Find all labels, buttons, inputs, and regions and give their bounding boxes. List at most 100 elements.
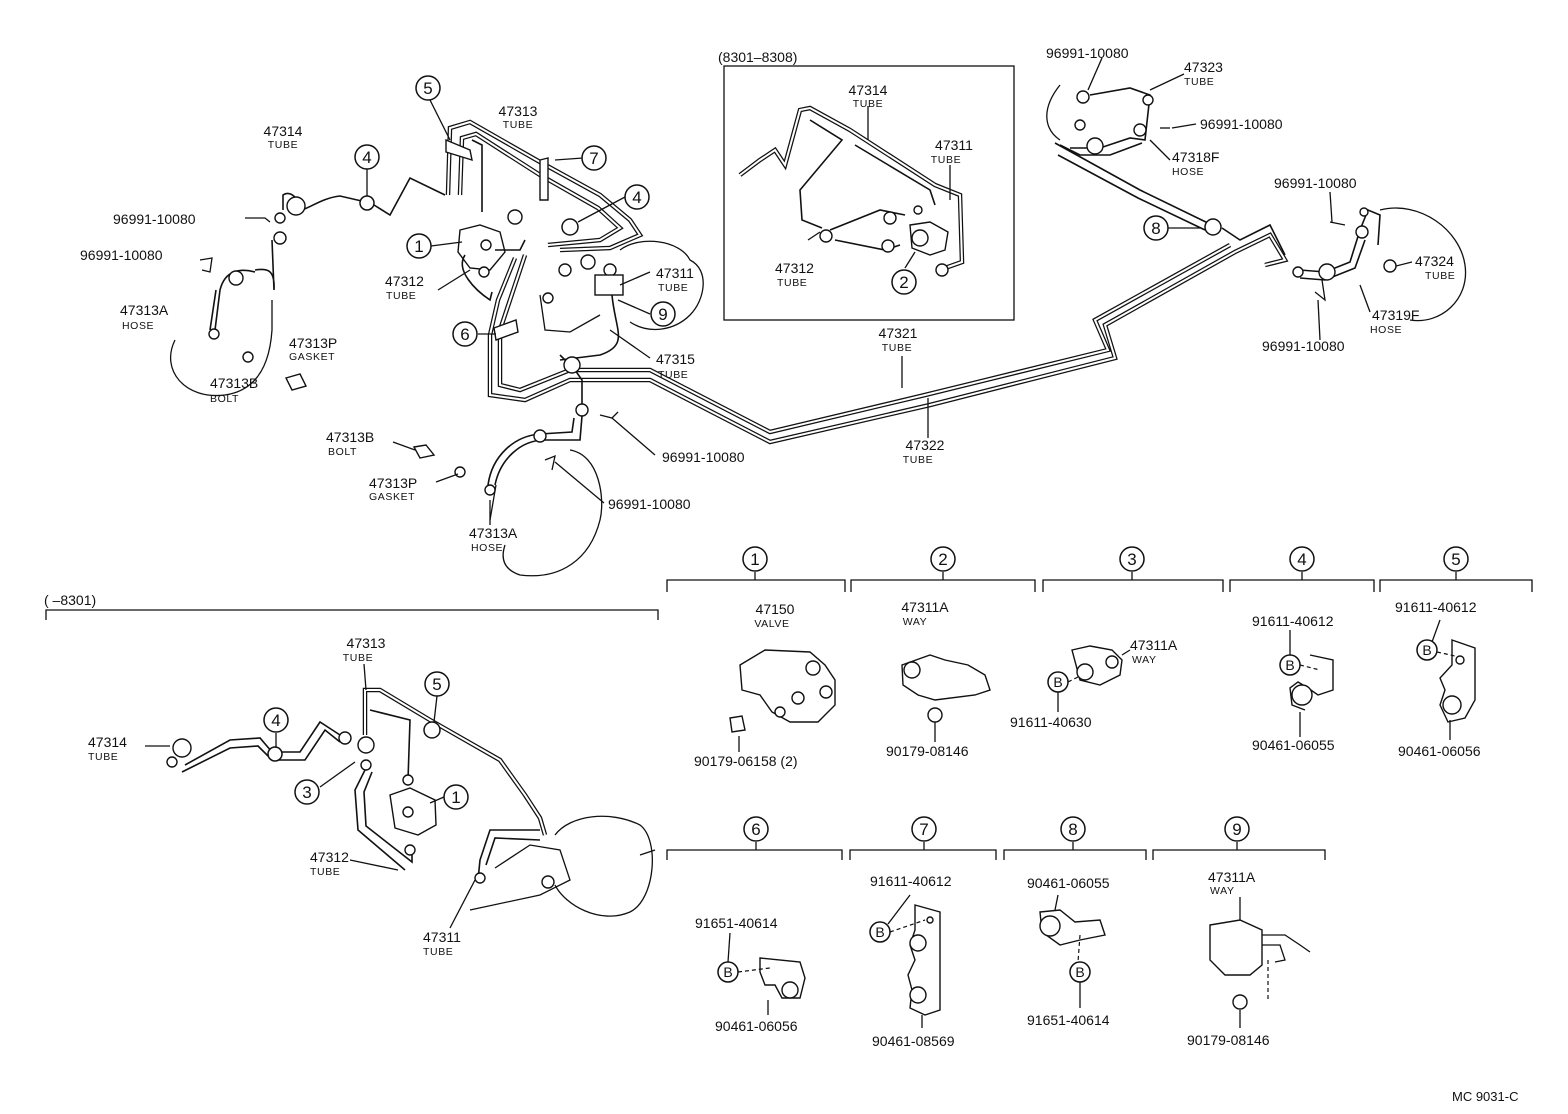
way-47311a bbox=[901, 654, 991, 701]
diagram-code: MC 9031-C bbox=[1452, 1089, 1518, 1104]
label-47313b-2-name: BOLT bbox=[328, 446, 357, 458]
ur-label-47318f: 47318F bbox=[1172, 149, 1219, 165]
svg-text:6: 6 bbox=[460, 325, 469, 344]
svg-text:4: 4 bbox=[362, 148, 371, 167]
label-47313a-name: HOSE bbox=[122, 320, 154, 332]
ll-label-47313: 47313 bbox=[347, 635, 386, 651]
detail-7: 7 91611-40612 B 90461-08569 bbox=[849, 816, 997, 1049]
d8-label-90461: 90461-06055 bbox=[1027, 875, 1110, 891]
svg-text:2: 2 bbox=[938, 550, 947, 569]
ur-label-96991-b: 96991-10080 bbox=[1200, 116, 1283, 132]
d4-label-90461: 90461-06055 bbox=[1252, 737, 1335, 753]
inset-label-47312: 47312 bbox=[775, 260, 814, 276]
upper-left-assembly: 5 4 7 4 1 6 9 47314 TUBE 96991-10080 969… bbox=[80, 75, 1289, 577]
gasket-47313p bbox=[242, 351, 254, 363]
callout-7: 7 bbox=[581, 145, 607, 171]
lower-left-assembly: ( –8301) bbox=[44, 592, 659, 958]
d3-label-91611: 91611-40630 bbox=[1010, 714, 1092, 730]
svg-text:B: B bbox=[875, 924, 884, 940]
ll-label-47312-name: TUBE bbox=[310, 866, 340, 878]
callout-1: 1 bbox=[406, 233, 432, 259]
label-47313b-name: BOLT bbox=[210, 393, 239, 405]
ll-callout-1: 1 bbox=[443, 784, 469, 810]
ll-callout-3: 3 bbox=[294, 779, 320, 805]
ur-label-96991-a: 96991-10080 bbox=[1046, 45, 1129, 61]
svg-text:4: 4 bbox=[1297, 550, 1306, 569]
label-47313b-2: 47313B bbox=[326, 429, 374, 445]
upper-right-assembly: 96991-10080 47323 TUBE 96991-10080 47318… bbox=[1046, 45, 1467, 354]
svg-text:9: 9 bbox=[1232, 820, 1241, 839]
label-47322: 47322 bbox=[906, 437, 945, 453]
detail-3: 3 47311A WAY B 91611-40630 bbox=[1010, 546, 1224, 730]
d3-label-47311a-name: WAY bbox=[1132, 654, 1157, 666]
svg-text:4: 4 bbox=[271, 711, 280, 730]
d7-label-90461: 90461-08569 bbox=[872, 1033, 955, 1049]
svg-text:B: B bbox=[1422, 642, 1431, 658]
d4-label-91611: 91611-40612 bbox=[1252, 613, 1334, 629]
ll-label-47312: 47312 bbox=[310, 849, 349, 865]
svg-text:5: 5 bbox=[432, 675, 441, 694]
ll-callout-4: 4 bbox=[263, 707, 289, 733]
label-47311: 47311 bbox=[656, 265, 694, 281]
detail-9: 9 47311A WAY 90179-08146 bbox=[1152, 816, 1326, 1048]
inset-label-47311: 47311 bbox=[935, 137, 973, 153]
svg-text:3: 3 bbox=[302, 783, 311, 802]
ur-label-47318f-name: HOSE bbox=[1172, 166, 1204, 178]
label-47313-name: TUBE bbox=[503, 119, 533, 131]
d2-label-47311a: 47311A bbox=[901, 599, 949, 615]
label-47313: 47313 bbox=[499, 103, 538, 119]
callout-4b: 4 bbox=[624, 184, 650, 210]
svg-text:1: 1 bbox=[750, 550, 759, 569]
detail-6: 6 91651-40614 B 90461-06056 bbox=[666, 816, 843, 1034]
label-47313p: 47313P bbox=[289, 335, 337, 351]
label-47321-name: TUBE bbox=[882, 342, 912, 354]
range-label-b: ( –8301) bbox=[44, 592, 96, 608]
nut-90179-08146-9 bbox=[1232, 994, 1248, 1010]
range-label-a: (8301–8308) bbox=[718, 49, 797, 65]
callout-5: 5 bbox=[415, 75, 441, 101]
way-9 bbox=[594, 274, 624, 296]
clip-6-band bbox=[493, 319, 519, 341]
middle-tubes: 47321 TUBE 47322 TUBE bbox=[879, 325, 945, 466]
d6-label-90461: 90461-06056 bbox=[715, 1018, 798, 1034]
d5-label-91611: 91611-40612 bbox=[1395, 599, 1477, 615]
clip-96991-a bbox=[245, 217, 271, 223]
svg-text:1: 1 bbox=[451, 788, 460, 807]
svg-text:1: 1 bbox=[414, 237, 423, 256]
ll-label-47313-name: TUBE bbox=[343, 652, 373, 664]
inset-label-47312-name: TUBE bbox=[777, 277, 807, 289]
label-96991-a: 96991-10080 bbox=[113, 211, 196, 227]
ll-label-47314: 47314 bbox=[88, 734, 127, 750]
ur-label-47319f: 47319F bbox=[1372, 307, 1419, 323]
ur-label-96991-c: 96991-10080 bbox=[1274, 175, 1357, 191]
svg-text:B: B bbox=[1053, 674, 1062, 690]
detail-5: 5 91611-40612 B 90461-06056 bbox=[1379, 546, 1533, 759]
svg-text:B: B bbox=[723, 964, 732, 980]
label-96991-d: 96991-10080 bbox=[608, 496, 691, 512]
svg-text:8: 8 bbox=[1068, 820, 1077, 839]
svg-text:6: 6 bbox=[751, 820, 760, 839]
svg-text:B: B bbox=[1285, 657, 1294, 673]
ll-label-47311-name: TUBE bbox=[423, 946, 453, 958]
svg-text:2: 2 bbox=[899, 273, 908, 292]
d2-label-47311a-name: WAY bbox=[903, 616, 928, 628]
label-47313a-2-name: HOSE bbox=[471, 542, 503, 554]
inset-label-47311-name: TUBE bbox=[931, 154, 961, 166]
d2-label-90179: 90179-08146 bbox=[886, 743, 969, 759]
label-47313p-2-name: GASKET bbox=[369, 491, 415, 503]
detail-8: 8 90461-06055 B 91651-40614 bbox=[1003, 816, 1147, 1028]
callout-9: 9 bbox=[650, 301, 676, 327]
label-47314-name: TUBE bbox=[268, 139, 298, 151]
label-47312: 47312 bbox=[385, 273, 424, 289]
label-96991-c: 96991-10080 bbox=[662, 449, 745, 465]
hose-loop bbox=[169, 300, 273, 397]
label-47313p-name: GASKET bbox=[289, 351, 335, 363]
inset-frame bbox=[723, 65, 1015, 321]
ur-label-96991-d: 96991-10080 bbox=[1262, 338, 1345, 354]
bolt-47313b bbox=[284, 373, 308, 391]
ur-label-47324-name: TUBE bbox=[1425, 270, 1455, 282]
clip-96991-b bbox=[199, 257, 213, 273]
ll-label-47311: 47311 bbox=[423, 929, 461, 945]
svg-text:5: 5 bbox=[1451, 550, 1460, 569]
svg-text:7: 7 bbox=[589, 149, 598, 168]
